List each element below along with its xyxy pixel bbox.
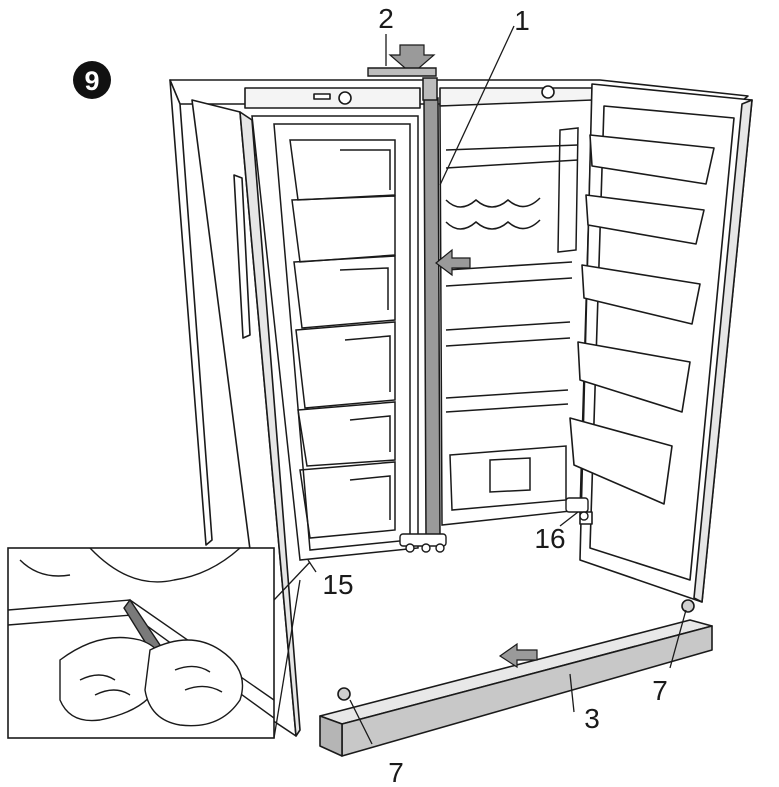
detail-inset — [7, 547, 311, 739]
hand-right — [144, 639, 244, 727]
callout-labels: 2 1 16 15 7 3 7 — [322, 3, 667, 787]
callout-16: 16 — [534, 523, 565, 554]
arrows — [388, 44, 538, 669]
callout-7-left: 7 — [388, 757, 404, 787]
callout-2: 2 — [378, 3, 394, 34]
door-handle — [233, 174, 251, 339]
fridge-compartment — [439, 99, 593, 526]
step-number: 9 — [84, 66, 99, 96]
callout-3: 3 — [584, 703, 600, 734]
leader-lines — [307, 25, 687, 745]
bottom-hinges — [399, 497, 589, 553]
arrow-down-2 — [388, 44, 436, 75]
arrow-left-1 — [435, 248, 471, 277]
top-trim-cover — [367, 67, 437, 77]
screw-7-left — [337, 687, 351, 701]
fridge-door — [569, 83, 753, 603]
screw-7-right — [681, 599, 695, 613]
callout-1: 1 — [514, 5, 530, 36]
step-badge: 9 — [73, 61, 111, 99]
plinth-panel — [319, 599, 713, 757]
callout-7-right: 7 — [652, 675, 668, 706]
callout-15: 15 — [322, 569, 353, 600]
arrow-left-3 — [498, 642, 538, 669]
centre-trim-strip — [422, 77, 441, 539]
